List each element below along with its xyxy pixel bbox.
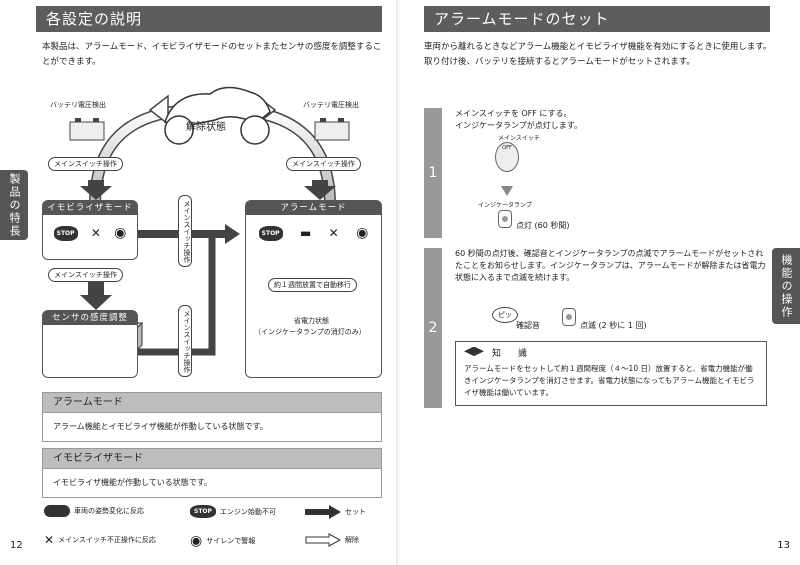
intro-text: 本製品は、アラームモード、イモビライザモードのセットまたセンサの感度を調整するこ…	[42, 42, 382, 67]
siren-icon: ◉	[114, 225, 127, 241]
stop-icon: STOP	[53, 225, 78, 241]
main-switch-vertical-2: メインスイッチ操作	[178, 305, 192, 377]
motorcycle-icon	[44, 505, 70, 517]
siren-icon: ◉	[356, 225, 369, 241]
main-switch-left-pill: メインスイッチ操作	[48, 157, 123, 171]
immobilizer-mode-title: イモビライザモード	[43, 201, 137, 215]
battery-right-label: バッテリ電圧検出	[303, 101, 359, 109]
blink-label: 点滅 (2 秒に 1 回)	[580, 321, 647, 330]
release-state-label: 解除状態	[186, 122, 226, 133]
step-2-text: 60 秒間の点灯後、確認音とインジケータランプの点滅でアラームモードがセットされ…	[455, 249, 766, 282]
knowledge-body: アラームモードをセットして約１週間程度（４～10 日）放置すると、省電力機能が働…	[464, 364, 755, 397]
set-arrow-immobilizer-icon	[80, 180, 112, 200]
switch-tamper-icon: ✕	[44, 533, 55, 547]
main-switch-label: メインスイッチ	[498, 135, 540, 142]
siren-icon: ◉	[190, 533, 203, 549]
step-1-tab: 1	[424, 108, 442, 238]
power-save-note: （インジケータランプの消灯のみ）	[254, 328, 366, 336]
motorcycle-small-icon: ▬	[299, 226, 312, 240]
page-number-left: 12	[10, 540, 23, 551]
legend-release: 解除	[305, 533, 359, 547]
step-1-line2: インジケータランプが点灯します。	[455, 121, 582, 130]
ignition-key-icon: OFF	[495, 142, 519, 172]
battery-left-label: バッテリ電圧検出	[50, 101, 106, 109]
switch-tamper-icon: ✕	[328, 226, 339, 240]
indicator-lamp-label: インジケータランプ	[478, 202, 532, 209]
hollow-arrow-icon	[305, 533, 341, 547]
definition-immobilizer-head: イモビライザモード	[43, 449, 381, 469]
sensor-to-alarm-line	[138, 234, 216, 356]
immobilizer-mode-box: イモビライザモード STOP ✕ ◉	[42, 200, 138, 260]
set-arrow-alarm-icon	[304, 180, 336, 200]
battery-right-icon	[314, 118, 350, 141]
sensor-adjust-box: センサの感度調整	[42, 310, 138, 378]
definition-alarm-head: アラームモード	[43, 393, 381, 413]
legend-siren: ◉ サイレンで警報	[190, 533, 256, 549]
sensor-adjust-title: センサの感度調整	[43, 311, 137, 325]
arrow-to-sensor-icon	[80, 282, 112, 310]
side-tab-operation: 機能の操作	[772, 248, 800, 324]
page-title: 各設定の説明	[36, 6, 382, 32]
definition-alarm-body: アラーム機能とイモビライザ機能が作動している状態です。	[53, 422, 268, 431]
legend-set: セット	[305, 505, 366, 519]
knowledge-box: 知 識 アラームモードをセットして約１週間程度（４～10 日）放置すると、省電力…	[455, 341, 767, 406]
indicator-lamp-icon	[498, 210, 512, 228]
stop-icon: STOP	[258, 225, 283, 241]
side-tab-features: 製品の特長	[0, 170, 28, 240]
release-arrow-left-icon	[148, 94, 169, 126]
main-switch-right-pill: メインスイッチ操作	[286, 157, 361, 171]
lamp-lit-label: 点灯 (60 秒間)	[516, 221, 570, 230]
page-title: アラームモードのセット	[424, 6, 770, 32]
beep-label: 確認音	[516, 321, 540, 330]
step-2-tab: 2	[424, 248, 442, 408]
stop-icon: STOP	[190, 505, 216, 518]
graduation-cap-icon	[464, 346, 484, 357]
step-1-line1: メインスイッチを OFF にする。	[455, 109, 572, 118]
right-page: アラームモードのセット 車両から離れるときなどアラーム機能とイモビライザ機能を有…	[400, 0, 800, 565]
knowledge-heading: 知 識	[464, 346, 758, 359]
main-switch-mid-pill: メインスイッチ操作	[48, 268, 123, 282]
definition-immobilizer-body: イモビライザ機能が作動している状態です。	[53, 478, 212, 487]
down-arrow-icon	[501, 186, 513, 196]
legend-engine: STOP エンジン始動不可	[190, 505, 276, 518]
motorcycle-icon	[164, 86, 271, 145]
legend-switch-op: ✕ メインスイッチ不正操作に反応	[44, 533, 156, 547]
power-save-label: 省電力状態	[294, 317, 329, 325]
definition-alarm-mode: アラームモード アラーム機能とイモビライザ機能が作動している状態です。	[42, 392, 382, 442]
definition-immobilizer-mode: イモビライザモード イモビライザ機能が作動している状態です。	[42, 448, 382, 498]
switch-tamper-icon: ✕	[90, 226, 101, 240]
beep-bubble-icon: ピッ	[492, 307, 518, 323]
blink-lamp-icon	[562, 308, 576, 326]
alarm-mode-title: アラームモード	[246, 201, 381, 215]
solid-arrow-icon	[305, 505, 341, 519]
left-page: 各設定の説明 本製品は、アラームモード、イモビライザモードのセットまたセンサの感…	[0, 0, 400, 565]
main-switch-vertical-1: メインスイッチ操作	[178, 195, 192, 267]
page-number-right: 13	[777, 540, 790, 551]
legend-posture: 車両の姿勢変化に反応	[44, 505, 144, 517]
auto-shift-pill: 約１週間放置で自動移行	[268, 278, 357, 292]
battery-left-icon	[69, 118, 105, 141]
intro-text: 車両から離れるときなどアラーム機能とイモビライザ機能を有効にするときに使用します…	[424, 42, 772, 67]
